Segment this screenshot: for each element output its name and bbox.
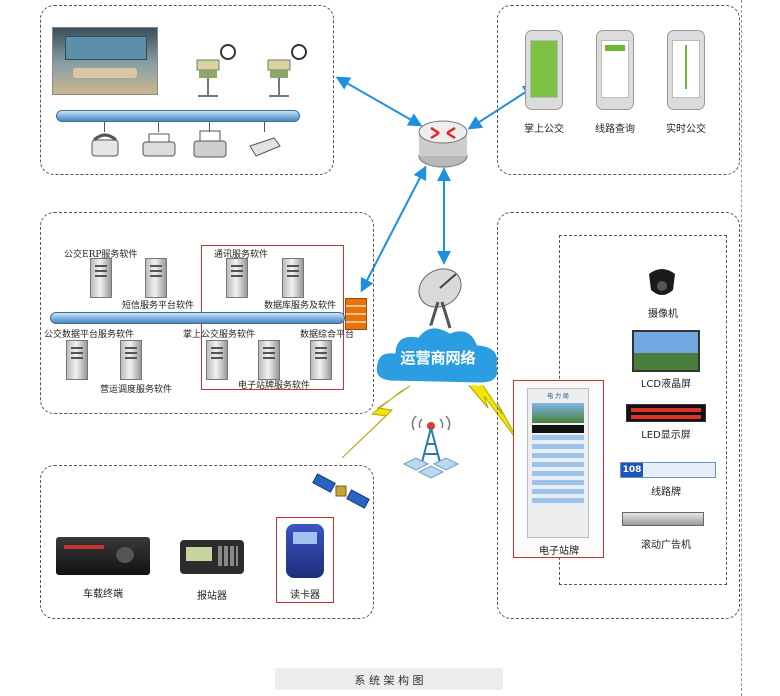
mobile-apps-panel <box>497 5 740 175</box>
e-board-icon: 电 力 局 <box>527 388 589 538</box>
route-sign-icon: 108 <box>620 462 716 478</box>
label-integration: 数据综合平台 <box>300 330 355 340</box>
network-label: 运营商网络 <box>400 349 476 367</box>
cloud-icon <box>373 325 501 386</box>
app-label-1: 掌上公交 <box>524 124 564 135</box>
camera-icon <box>649 269 675 295</box>
phone-icon <box>91 133 119 157</box>
label-route-sign: 线路牌 <box>651 487 681 498</box>
label-announcer: 报站器 <box>197 591 227 602</box>
card-reader-icon <box>286 524 324 578</box>
label-camera: 摄像机 <box>648 309 678 320</box>
server-mobile <box>206 340 228 380</box>
vehicle-terminal-icon <box>56 537 150 575</box>
label-sms: 短信服务平台软件 <box>122 301 195 311</box>
label-lcd: LCD液晶屏 <box>640 379 692 390</box>
label-led: LED显示屏 <box>641 430 691 441</box>
label-scrolling-ad: 滚动广告机 <box>641 540 691 551</box>
server-bus <box>50 312 345 324</box>
label-data-platform: 公交数据平台服务软件 <box>44 330 135 340</box>
scanner-icon <box>249 137 281 157</box>
scrolling-ad-icon <box>622 512 704 526</box>
caption-bar <box>275 668 503 690</box>
server-comm <box>226 258 248 298</box>
app-label-3: 实时公交 <box>666 124 706 135</box>
label-eboard: 电子站牌服务软件 <box>238 381 311 391</box>
satellite-icon <box>312 473 370 509</box>
station-panel <box>497 212 740 619</box>
link-router-servers <box>360 165 427 293</box>
server-sms <box>145 258 167 298</box>
right-edge-line <box>741 0 742 696</box>
server-integration <box>310 340 332 380</box>
app-screen <box>672 40 700 98</box>
server-dispatch <box>120 340 142 380</box>
label-vehicle-terminal: 车载终端 <box>83 589 123 600</box>
label-dispatch: 营运调度服务软件 <box>100 385 173 395</box>
app-phone-2 <box>596 30 634 110</box>
label-card-reader: 读卡器 <box>290 590 320 601</box>
lcd-screen-icon <box>632 330 700 372</box>
e-board-header: 电 力 局 <box>547 393 569 400</box>
app-phone-3 <box>667 30 705 110</box>
announcer-icon <box>180 540 244 574</box>
video-wall-icon <box>52 27 158 95</box>
label-e-board: 电子站牌 <box>539 546 579 557</box>
cell-tower-icon <box>402 415 460 479</box>
red-reader-box <box>276 517 334 603</box>
server-eboard <box>258 340 280 380</box>
app-label-2: 线路查询 <box>595 124 635 135</box>
server-db <box>282 258 304 298</box>
control-center-panel <box>40 5 334 175</box>
printer-icon <box>142 133 176 157</box>
field-devices-panel <box>40 465 374 619</box>
fax-icon <box>193 130 227 158</box>
label-db: 数据库服务及软件 <box>264 301 337 311</box>
server-erp <box>90 258 112 298</box>
operator-icon <box>196 44 236 97</box>
operator-icon <box>267 44 307 97</box>
caption: 系 统 架 构 图 <box>354 674 424 687</box>
link-router-apps <box>467 84 538 130</box>
control-bus <box>56 110 300 122</box>
lightning-left-icon <box>341 385 411 459</box>
label-comm: 通讯服务软件 <box>214 250 269 260</box>
app-phone-1 <box>525 30 563 110</box>
firewall-icon <box>345 298 367 330</box>
router-icon <box>418 120 468 168</box>
server-panel <box>40 212 374 414</box>
route-number: 108 <box>621 463 643 477</box>
link-control-router <box>335 76 423 127</box>
server-data-platform <box>66 340 88 380</box>
led-display-icon <box>626 404 706 422</box>
satellite-dish-icon <box>418 268 462 329</box>
app-screen <box>530 40 558 98</box>
app-screen <box>601 40 629 98</box>
label-mobile: 掌上公交服务软件 <box>183 330 256 340</box>
label-erp: 公交ERP服务软件 <box>64 250 138 260</box>
